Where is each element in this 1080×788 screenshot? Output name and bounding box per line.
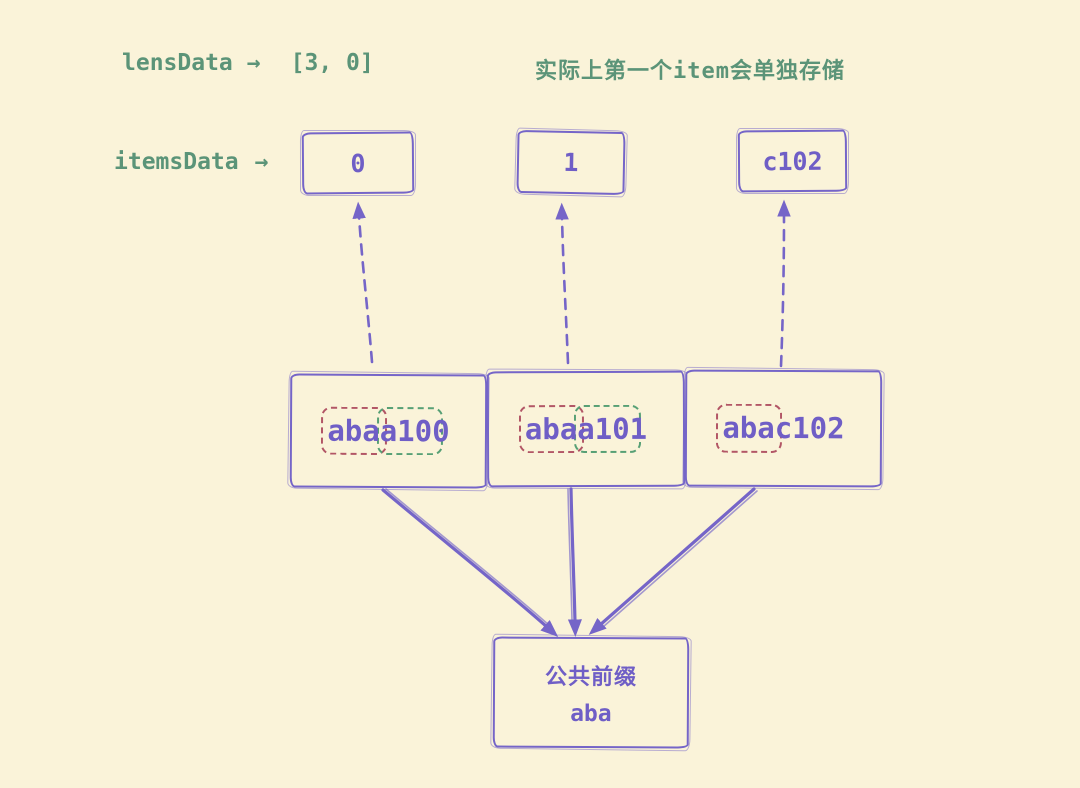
item-box-text: abac102 xyxy=(722,410,845,446)
annotation-note: 实际上第一个item会单独存储 xyxy=(535,59,845,84)
dashed-arrow-item2-to-index2 xyxy=(777,199,791,368)
index-box-1: 1 xyxy=(516,129,626,196)
items-data-label: itemsData xyxy=(114,149,239,175)
index-box-0: 0 xyxy=(301,131,415,195)
index-box-2: c102 xyxy=(737,129,848,193)
item-box-0: abaa100 xyxy=(289,373,488,489)
index-box-value: c102 xyxy=(762,146,823,176)
item-box-2: abac102 xyxy=(684,369,883,488)
solid-arrow-item2-to-result xyxy=(588,487,758,635)
item-box-1: abaa101 xyxy=(486,370,686,488)
index-box-value: 0 xyxy=(350,148,366,178)
right-arrow-glyph: → xyxy=(254,149,269,175)
solid-arrow-item0-to-result xyxy=(381,488,559,637)
item-box-text: abaa101 xyxy=(524,411,648,446)
result-box-value: aba xyxy=(570,700,612,727)
right-arrow-glyph: → xyxy=(246,50,261,76)
result-box-title: 公共前缀 xyxy=(545,664,638,690)
solid-arrow-item1-to-result xyxy=(567,487,582,637)
dashed-arrow-item0-to-index0 xyxy=(352,201,374,364)
result-box: 公共前缀 aba xyxy=(492,636,690,749)
lens-data-row: lensData → [3, 0] xyxy=(122,50,374,76)
dashed-arrow-item1-to-index1 xyxy=(555,202,570,365)
lens-data-label: lensData xyxy=(122,50,233,76)
item-box-text: abaa100 xyxy=(327,413,450,448)
lens-data-value: [3, 0] xyxy=(290,50,374,76)
index-box-value: 1 xyxy=(563,147,579,178)
items-data-row: itemsData → xyxy=(114,149,268,175)
